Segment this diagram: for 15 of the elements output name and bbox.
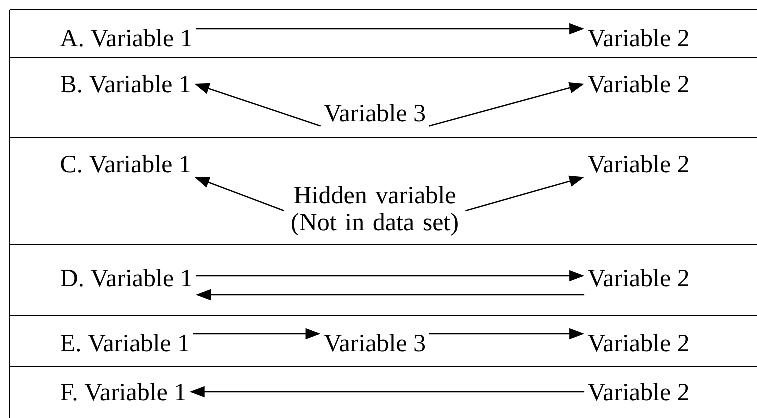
variable-label: Hidden variable (Not in data set) (292, 186, 458, 236)
variable-label: Variable 2 (588, 29, 688, 47)
variable-label: C. Variable 1 (61, 155, 190, 173)
variable-label: Variable 2 (588, 334, 688, 352)
variable-label: Variable 3 (324, 334, 426, 352)
variable-label: Variable 2 (588, 155, 688, 173)
variable-label: Variable 2 (588, 75, 688, 93)
variable-label: E. Variable 1 (60, 334, 189, 352)
variable-label: F. Variable 1 (60, 383, 186, 401)
variable-label: Variable 2 (588, 383, 688, 401)
variable-label: Variable 2 (588, 269, 688, 287)
variable-label: Variable 3 (324, 104, 426, 122)
variable-label: D. Variable 1 (60, 269, 192, 287)
variable-label: A. Variable 1 (60, 29, 192, 47)
variable-label: B. Variable 1 (60, 75, 190, 93)
